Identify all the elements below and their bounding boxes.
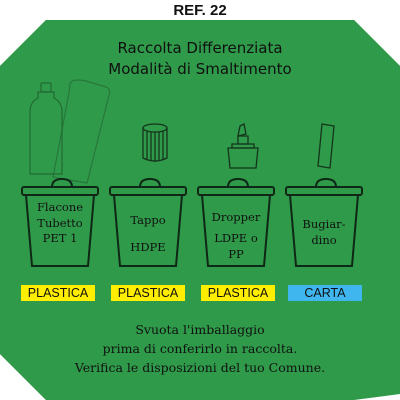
footer-instructions: Svuota l'imballaggio prima di conferirlo…: [0, 320, 400, 377]
bin-3-line-1: Dropper: [211, 210, 261, 224]
title-line-2: Modalità di Smaltimento: [108, 60, 292, 78]
bin-1-label: Flacone Tubetto PET 1: [18, 200, 102, 247]
bin-1-line-1: Flacone: [36, 200, 84, 214]
bin-2-line-3: HDPE: [130, 240, 166, 254]
bin-1-line-2: Tubetto: [37, 215, 83, 230]
tag-plastica-2: PLASTICA: [111, 285, 185, 301]
bin-2-label: Tappo HDPE: [106, 209, 190, 258]
tag-plastica-3: PLASTICA: [201, 285, 275, 301]
bin-2-line-1: Tappo: [130, 213, 166, 227]
footer-line-3: Verifica le disposizioni del tuo Comune.: [74, 360, 326, 375]
bin-3-label: Dropper LDPE o PP: [194, 209, 278, 262]
bin-4-label: Bugiar- dino: [282, 216, 366, 248]
dropper-icon: [227, 123, 259, 169]
reference-code: REF. 22: [173, 2, 227, 19]
tag-carta: CARTA: [288, 285, 362, 301]
bin-4-line-1: Bugiar-: [302, 217, 346, 231]
bottle-tube-icon: [29, 79, 111, 184]
bin-3-line-3: PP: [228, 247, 244, 261]
title-line-1: Raccolta Differenziata: [117, 39, 283, 57]
bin-4-line-2: dino: [311, 233, 337, 247]
cap-icon: [142, 123, 168, 162]
bin-1-line-3: PET 1: [42, 231, 78, 245]
footer-line-2: prima di conferirlo in raccolta.: [102, 341, 298, 356]
footer-line-1: Svuota l'imballaggio: [135, 322, 265, 337]
bin-3-line-2: LDPE o: [214, 231, 258, 245]
leaflet-icon: [317, 123, 335, 169]
tag-plastica-1: PLASTICA: [21, 285, 95, 301]
page-title: Raccolta Differenziata Modalità di Smalt…: [0, 38, 400, 80]
